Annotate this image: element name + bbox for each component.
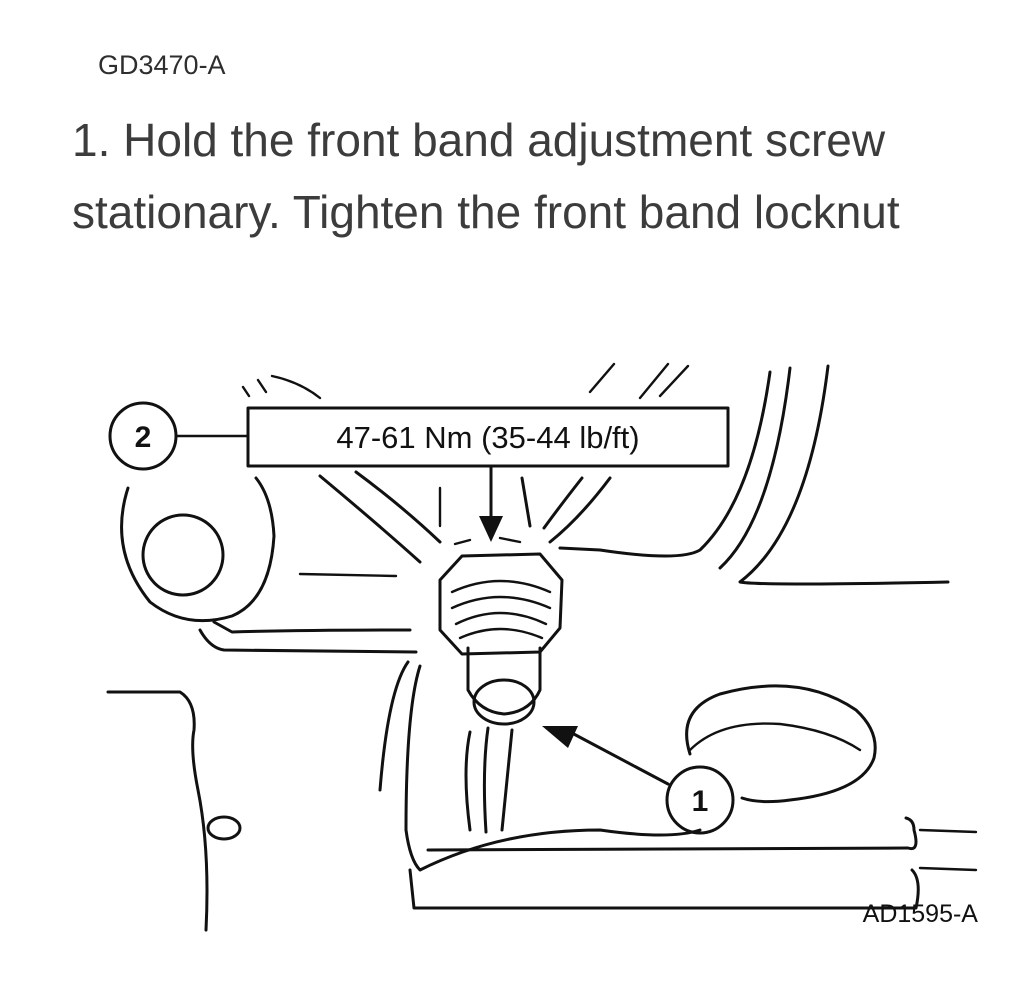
locknut-thread-1 xyxy=(450,579,552,594)
body-curve-left-2 xyxy=(404,664,422,832)
callout-2-label: 2 xyxy=(135,421,152,454)
callout-1-circle xyxy=(665,765,735,835)
boss-outline xyxy=(120,476,276,623)
rib-right-line xyxy=(520,476,532,528)
lower-body-rim xyxy=(404,828,702,872)
callout-1-arrow-shaft xyxy=(568,730,670,786)
oval-pocket-outer xyxy=(685,684,877,804)
torque-arrow-head xyxy=(479,516,503,542)
housing-curve-outer xyxy=(558,370,772,558)
locknut-thread-3 xyxy=(454,611,548,626)
lower-body-base xyxy=(408,868,920,910)
rib-left-2 xyxy=(354,470,442,544)
rib-right xyxy=(548,476,612,544)
lower-body-right-lines xyxy=(918,828,978,872)
band-adjustment-illustration: 2 47-61 Nm (35-44 lb/ft) 1 AD1595-A xyxy=(0,330,1030,950)
web-line-left xyxy=(298,572,398,578)
figure-code: GD3470-A xyxy=(98,50,226,80)
sketch-strokes-top-center xyxy=(588,362,690,400)
lower-body-flange xyxy=(426,816,918,852)
housing-curve-mid xyxy=(718,366,792,570)
locknut-thread-4 xyxy=(458,627,544,640)
boss-lower-edge xyxy=(212,620,412,634)
oval-pocket-inner xyxy=(688,722,862,752)
drawing-code: AD1595-A xyxy=(863,900,979,928)
dash-marks xyxy=(453,536,522,546)
rib-right-2 xyxy=(542,476,584,530)
leader-line-b xyxy=(482,726,490,834)
torque-spec-box xyxy=(246,406,730,468)
locknut-hex xyxy=(438,552,564,656)
sketch-strokes-top-left xyxy=(241,374,322,400)
leader-line-c xyxy=(500,728,514,832)
rib-left xyxy=(318,474,422,564)
adjustment-screw-end xyxy=(472,678,536,726)
torque-spec-label: 47-61 Nm (35-44 lb/ft) xyxy=(336,420,639,455)
callout-1-label: 1 xyxy=(692,785,709,818)
housing-curve-inner xyxy=(738,364,950,586)
body-curve-left xyxy=(378,660,410,792)
boss-lower-edge-2 xyxy=(198,628,418,654)
callout-1-arrow-head xyxy=(542,726,578,748)
small-hole xyxy=(206,815,242,841)
boss-hole xyxy=(141,513,225,597)
lower-body-left-edge xyxy=(106,690,209,932)
leader-line-a xyxy=(464,730,472,832)
illustration-drawing: 2 47-61 Nm (35-44 lb/ft) 1 AD1595-A xyxy=(106,362,979,932)
instruction-step-text: 1. Hold the front band adjustment screw … xyxy=(72,114,900,238)
locknut-thread-2 xyxy=(450,595,552,610)
